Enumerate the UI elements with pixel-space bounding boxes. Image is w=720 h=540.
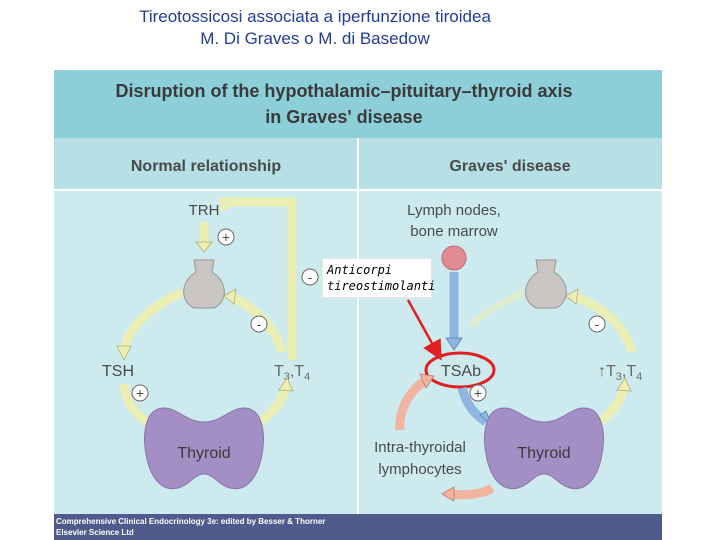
pituitary-suppressed-arrow bbox=[468, 288, 526, 328]
trh-plus-sign bbox=[217, 228, 235, 246]
thyroid-plus-sign-right bbox=[469, 384, 487, 402]
t3t4-right-label: ↑T3,T4 bbox=[598, 363, 642, 383]
thyroid-left-icon bbox=[144, 407, 264, 490]
anticorpi-callout: Anticorpi tireostimolanti bbox=[322, 258, 436, 298]
thyroid-right-icon bbox=[484, 407, 604, 490]
thyroid-right-label: Thyroid bbox=[517, 445, 570, 462]
caption-line1: Comprehensive Clinical Endocrinology 3e:… bbox=[56, 517, 326, 526]
figure-caption: Comprehensive Clinical Endocrinology 3e:… bbox=[54, 514, 662, 540]
anticorpi-line1: Anticorpi bbox=[327, 263, 393, 277]
lymph-nodes-label-line2: bone marrow bbox=[410, 223, 498, 240]
thyroid-plus-sign-left bbox=[131, 384, 149, 402]
pituitary-minus-text-right: - bbox=[595, 316, 600, 332]
pituitary-left-icon bbox=[183, 259, 225, 309]
thyroid-plus-text-right: + bbox=[474, 385, 482, 401]
tsab-label: TSAb bbox=[441, 363, 481, 380]
thyroid-left-label: Thyroid bbox=[177, 445, 230, 462]
anticorpi-line2: tireostimolanti bbox=[327, 279, 436, 293]
figure-header-line2: in Graves' disease bbox=[265, 107, 422, 127]
lymphocyte-cell-icon bbox=[441, 245, 467, 271]
lymphocytes-to-tsab-arrow bbox=[395, 376, 429, 431]
column-header-normal: Normal relationship bbox=[131, 158, 281, 175]
tsh-label: TSH bbox=[102, 363, 134, 380]
pituitary-minus-text: - bbox=[257, 316, 262, 332]
t3t4-left-label: T3,T4 bbox=[274, 363, 310, 383]
hypothalamus-minus-sign bbox=[301, 268, 319, 286]
pituitary-minus-sign bbox=[250, 315, 268, 333]
annotation-pointer-arrow bbox=[406, 299, 442, 361]
slide-title-line1: Tireotossicosi associata a iperfunzione … bbox=[139, 7, 491, 26]
intra-thyroidal-label-line2: lymphocytes bbox=[378, 461, 461, 478]
thyroid-plus-text-left: + bbox=[136, 385, 144, 401]
tsab-to-thyroid-arrow bbox=[457, 386, 489, 426]
slide-title: Tireotossicosi associata a iperfunzione … bbox=[0, 6, 630, 50]
t3t4-to-pituitary-right-arrow bbox=[570, 291, 637, 354]
caption-line2: Elsevier Science Ltd bbox=[56, 528, 134, 537]
axis-diagram: Disruption of the hypothalamic–pituitary… bbox=[54, 70, 662, 514]
trh-label: TRH bbox=[189, 202, 220, 219]
figure-header-line1: Disruption of the hypothalamic–pituitary… bbox=[115, 81, 572, 101]
hypothalamus-minus-text: - bbox=[308, 269, 313, 285]
tsab-highlight-ellipse bbox=[424, 351, 496, 389]
trh-plus-text: + bbox=[222, 229, 230, 245]
feedback-to-hypothalamus-arrow bbox=[219, 197, 297, 360]
pituitary-minus-sign-right bbox=[588, 315, 606, 333]
slide-title-line2: M. Di Graves o M. di Basedow bbox=[200, 29, 430, 48]
intra-thyroidal-label-line1: Intra-thyroidal bbox=[374, 439, 466, 456]
figure-header-bg bbox=[54, 70, 662, 138]
pituitary-right-icon bbox=[525, 259, 567, 309]
column-header-graves: Graves' disease bbox=[449, 158, 570, 175]
axis-figure: Disruption of the hypothalamic–pituitary… bbox=[54, 70, 662, 540]
lymph-nodes-label-line1: Lymph nodes, bbox=[407, 202, 501, 219]
